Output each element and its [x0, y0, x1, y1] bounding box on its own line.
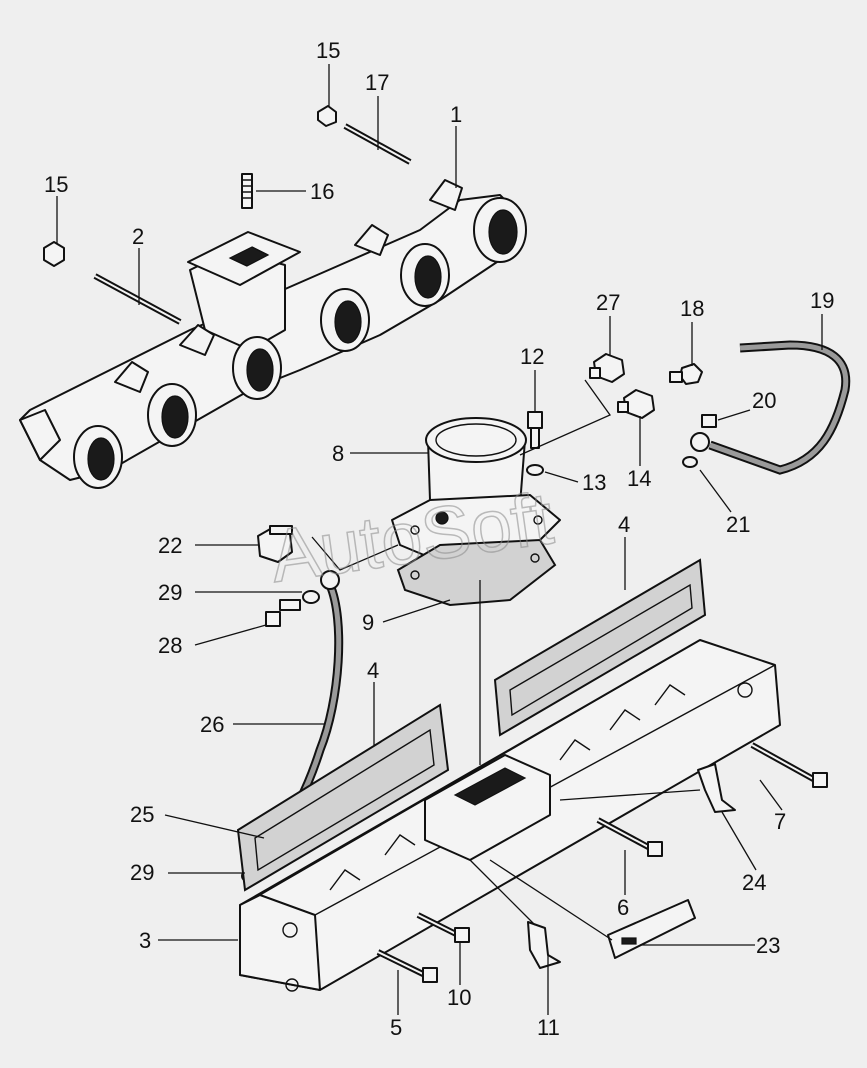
stud-17-with-nut [317, 105, 412, 165]
plug-14 [617, 389, 655, 419]
part-label-21: 21 [726, 512, 750, 537]
bolt-10 [416, 912, 470, 943]
part-label-26: 26 [200, 712, 224, 737]
part-label-10: 10 [447, 985, 471, 1010]
part-label-14: 14 [627, 466, 651, 491]
part-label-1: 1 [450, 102, 462, 127]
fitting-18 [669, 363, 703, 385]
part-label-29: 29 [158, 580, 182, 605]
bolt-12 [526, 411, 544, 476]
part-label-13: 13 [582, 470, 606, 495]
oil-hose-19 [682, 340, 851, 475]
part-label-4: 4 [367, 658, 379, 683]
bolt-5 [376, 949, 438, 983]
part-label-3: 3 [139, 928, 151, 953]
part-label-4: 4 [618, 512, 630, 537]
bolt-28 [265, 599, 301, 627]
part-label-16: 16 [310, 179, 334, 204]
part-label-24: 24 [742, 870, 766, 895]
part-label-11: 11 [537, 1015, 560, 1040]
stud-2-with-nut [43, 241, 182, 325]
part-label-18: 18 [680, 296, 704, 321]
bolt-7 [750, 742, 828, 788]
upper-exhaust-manifold [19, 179, 527, 489]
gasket-9 [396, 538, 557, 607]
stud-16 [241, 173, 253, 209]
part-label-8: 8 [332, 441, 344, 466]
part-label-29: 29 [130, 860, 154, 885]
part-label-22: 22 [158, 533, 182, 558]
part-label-23: 23 [756, 933, 780, 958]
part-label-17: 17 [365, 70, 389, 95]
bracket-11 [527, 921, 561, 969]
lower-exhaust-manifold-3 [239, 639, 781, 992]
part-label-6: 6 [617, 895, 629, 920]
leader-lines [56, 64, 823, 1015]
bolt-6 [596, 817, 663, 857]
plug-22 [257, 525, 293, 563]
bracket-24 [697, 763, 736, 813]
part-label-15: 15 [44, 172, 68, 197]
gasket-4-lower [236, 703, 450, 892]
part-label-20: 20 [752, 388, 776, 413]
part-label-19: 19 [810, 288, 834, 313]
part-label-7: 7 [774, 809, 786, 834]
bracket-23 [607, 899, 696, 959]
part-label-15: 15 [316, 38, 340, 63]
part-label-5: 5 [390, 1015, 402, 1040]
part-label-28: 28 [158, 633, 182, 658]
part-label-25: 25 [130, 802, 154, 827]
part-labels: 15 17 1 15 16 2 27 18 19 12 20 8 13 14 2… [44, 38, 834, 1040]
part-label-2: 2 [132, 224, 144, 249]
part-label-12: 12 [520, 344, 544, 369]
part-label-27: 27 [596, 290, 620, 315]
part-label-9: 9 [362, 610, 374, 635]
plug-27 [589, 353, 625, 383]
gasket-4-upper [493, 558, 707, 737]
